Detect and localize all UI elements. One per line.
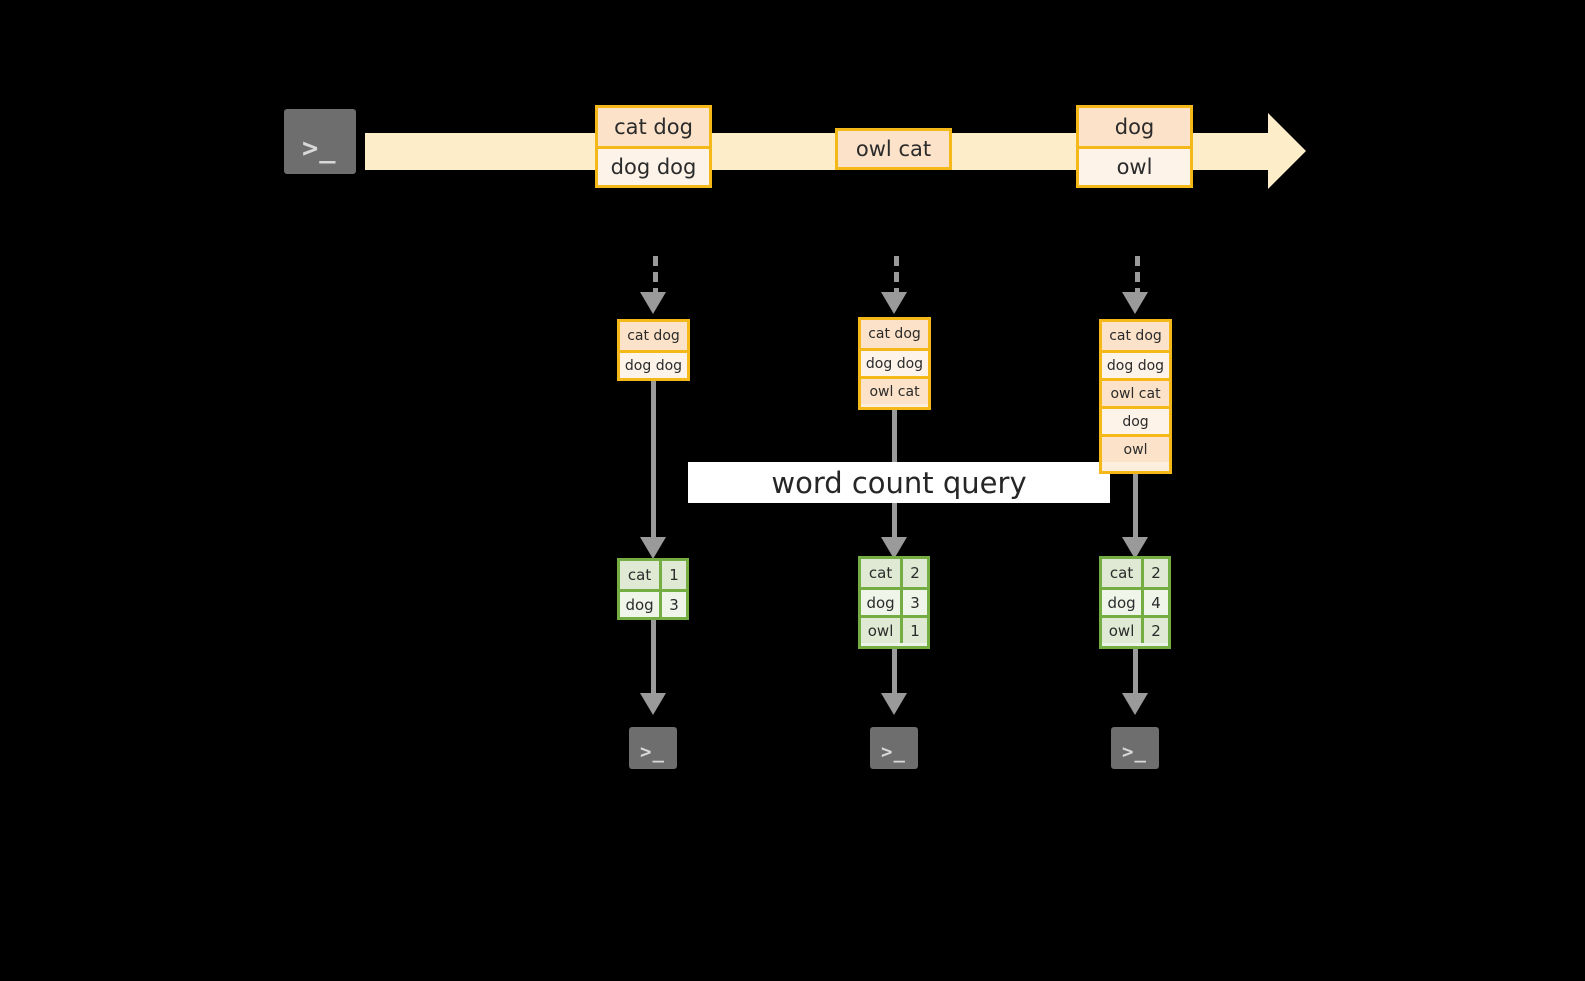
- result-word: dog: [861, 590, 904, 615]
- output-connector-2: [892, 649, 897, 698]
- snapshot-table-2[interactable]: cat dog dog dog owl cat: [858, 317, 931, 410]
- table-row: dog 4: [1102, 587, 1168, 615]
- result-word: owl: [1102, 618, 1145, 643]
- terminal-screen: [1111, 727, 1159, 769]
- result-table-1[interactable]: cat 1 dog 3: [617, 558, 689, 620]
- consumer-terminal-icon-1[interactable]: >_: [620, 718, 686, 778]
- table-row: cat 2: [1102, 559, 1168, 587]
- terminal-prompt-glyph: >_: [640, 741, 665, 763]
- dashed-connector-1-arrowhead: [640, 292, 666, 314]
- snapshot-row: dog dog: [1102, 350, 1169, 378]
- stream-record-line: dog dog: [598, 146, 709, 185]
- snapshot-table-3[interactable]: cat dog dog dog owl cat dog owl: [1099, 319, 1172, 474]
- table-row: owl 1: [861, 615, 927, 643]
- table-row: dog 3: [861, 587, 927, 615]
- terminal-screen: [629, 727, 677, 769]
- result-count: 2: [1144, 559, 1168, 587]
- query-label-band: word count query: [688, 462, 1110, 503]
- terminal-prompt-glyph: >_: [302, 133, 337, 164]
- query-connector-1: [651, 380, 656, 548]
- snapshot-table-1[interactable]: cat dog dog dog: [617, 319, 690, 381]
- query-connector-3: [1133, 470, 1138, 548]
- stream-record-line: owl: [1079, 146, 1190, 185]
- result-word: cat: [861, 559, 904, 587]
- result-table-3[interactable]: cat 2 dog 4 owl 2: [1099, 556, 1171, 649]
- table-row: owl 2: [1102, 615, 1168, 643]
- stream-record-line: dog: [1079, 108, 1190, 146]
- snapshot-row: dog: [1102, 406, 1169, 434]
- stream-record-2[interactable]: owl cat: [835, 128, 952, 170]
- dashed-connector-2: [894, 256, 899, 298]
- dashed-connector-1: [653, 256, 658, 298]
- result-word: dog: [1102, 590, 1145, 615]
- snapshot-row: owl cat: [861, 376, 928, 404]
- snapshot-row: cat dog: [620, 322, 687, 350]
- stream-record-line: owl cat: [838, 131, 949, 167]
- snapshot-row: dog dog: [861, 348, 928, 376]
- result-count: 1: [903, 618, 927, 643]
- snapshot-row: cat dog: [1102, 322, 1169, 350]
- terminal-screen: [870, 727, 918, 769]
- table-row: cat 1: [620, 561, 686, 589]
- terminal-prompt-glyph: >_: [1122, 741, 1147, 763]
- stream-record-line: cat dog: [598, 108, 709, 146]
- producer-terminal-icon[interactable]: >_: [275, 100, 365, 183]
- snapshot-row: cat dog: [861, 320, 928, 348]
- stream-arrow-head: [1268, 113, 1306, 189]
- result-word: owl: [861, 618, 904, 643]
- result-count: 2: [1144, 618, 1168, 643]
- result-count: 2: [903, 559, 927, 587]
- output-connector-3: [1133, 649, 1138, 698]
- query-connector-2-arrowhead: [881, 537, 907, 559]
- output-connector-3-arrowhead: [1122, 693, 1148, 715]
- output-connector-1-arrowhead: [640, 693, 666, 715]
- result-table-2[interactable]: cat 2 dog 3 owl 1: [858, 556, 930, 649]
- snapshot-row: owl: [1102, 434, 1169, 462]
- stream-record-1[interactable]: cat dog dog dog: [595, 105, 712, 188]
- terminal-prompt-glyph: >_: [881, 741, 906, 763]
- dashed-connector-3: [1135, 256, 1140, 298]
- output-connector-1: [651, 620, 656, 698]
- table-row: dog 3: [620, 589, 686, 617]
- result-count: 3: [662, 592, 686, 617]
- dashed-connector-2-arrowhead: [881, 292, 907, 314]
- consumer-terminal-icon-2[interactable]: >_: [861, 718, 927, 778]
- stream-record-3[interactable]: dog owl: [1076, 105, 1193, 188]
- result-word: cat: [1102, 559, 1145, 587]
- table-row: cat 2: [861, 559, 927, 587]
- consumer-terminal-icon-3[interactable]: >_: [1102, 718, 1168, 778]
- query-connector-3-arrowhead: [1122, 537, 1148, 559]
- terminal-screen: [284, 109, 356, 174]
- output-connector-2-arrowhead: [881, 693, 907, 715]
- snapshot-row: dog dog: [620, 350, 687, 378]
- snapshot-row: owl cat: [1102, 378, 1169, 406]
- dashed-connector-3-arrowhead: [1122, 292, 1148, 314]
- query-connector-1-arrowhead: [640, 537, 666, 559]
- result-count: 3: [903, 590, 927, 615]
- result-count: 1: [662, 561, 686, 589]
- result-word: dog: [620, 592, 663, 617]
- result-word: cat: [620, 561, 663, 589]
- result-count: 4: [1144, 590, 1168, 615]
